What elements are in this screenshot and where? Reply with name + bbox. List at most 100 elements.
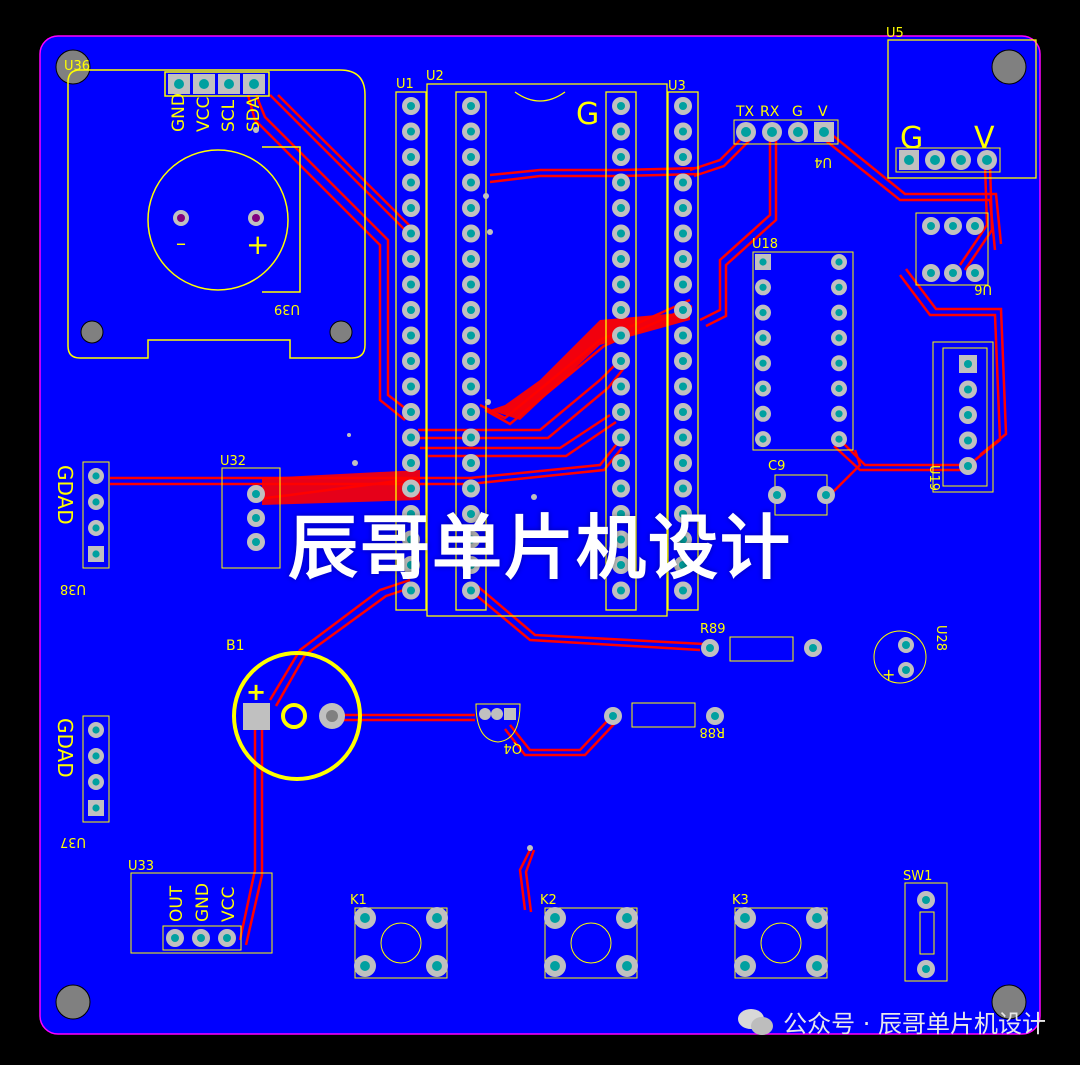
b1-label: B1 bbox=[226, 638, 245, 654]
pad-hole bbox=[759, 309, 767, 317]
pad-hole bbox=[963, 410, 973, 420]
pad-hole bbox=[92, 778, 100, 786]
copper-pour bbox=[490, 312, 690, 420]
b1-outline bbox=[232, 651, 362, 781]
u32-outline bbox=[221, 467, 281, 569]
u5-label: U5 bbox=[886, 26, 904, 41]
pad-hole bbox=[406, 433, 416, 442]
u33-pin-labels: OUT GND VCC bbox=[167, 883, 239, 922]
k1-label: K1 bbox=[350, 893, 367, 908]
pad-hole bbox=[622, 913, 632, 923]
u6-outline bbox=[915, 212, 989, 286]
u33-pin-out: OUT bbox=[167, 885, 187, 922]
r89-body bbox=[729, 636, 794, 662]
pad-hole bbox=[835, 309, 843, 317]
b1-pad-2 bbox=[281, 703, 307, 729]
u3-label: U3 bbox=[668, 79, 686, 94]
pad-hole bbox=[759, 334, 767, 342]
pad-hole bbox=[963, 385, 973, 394]
r89-label: R89 bbox=[700, 622, 726, 637]
pad-hole bbox=[466, 254, 476, 264]
pad-hole bbox=[616, 586, 626, 595]
pad-hole bbox=[616, 407, 626, 417]
pad-hole bbox=[678, 305, 688, 315]
pad-hole bbox=[678, 280, 688, 289]
pad-hole bbox=[835, 359, 843, 367]
pad-hole bbox=[835, 258, 843, 266]
q4-pins bbox=[479, 708, 516, 720]
pad-hole bbox=[466, 407, 476, 417]
u33-pins bbox=[166, 929, 236, 947]
pad-hole bbox=[616, 203, 626, 213]
pad-hole bbox=[616, 254, 626, 264]
u38-pin-labels: GDAD bbox=[53, 465, 77, 525]
pad-hole bbox=[466, 152, 476, 162]
pad-hole bbox=[406, 458, 416, 468]
u36-pin-gnd: GND bbox=[169, 93, 189, 132]
pad-hole bbox=[678, 458, 688, 468]
u37-pins bbox=[88, 722, 104, 816]
r88-body bbox=[631, 702, 696, 728]
pad-hole bbox=[963, 436, 973, 445]
mounting-holes bbox=[55, 49, 1027, 1020]
pad-hole bbox=[616, 484, 626, 493]
u6-label: U6 bbox=[974, 281, 992, 296]
pad-hole bbox=[616, 356, 626, 366]
pad-hole bbox=[360, 961, 370, 971]
pad-hole bbox=[812, 961, 822, 971]
pad-hole bbox=[466, 127, 476, 136]
pad-hole bbox=[616, 280, 626, 289]
pad-hole bbox=[678, 560, 688, 570]
watermark-footer: 公众号 · 辰哥单片机设计 bbox=[737, 1004, 1046, 1039]
pad-hole bbox=[92, 752, 100, 760]
q4-outline bbox=[475, 703, 521, 743]
pad-hole bbox=[616, 127, 626, 136]
pad-hole bbox=[406, 229, 416, 238]
pad-hole bbox=[678, 101, 688, 111]
u19-label: U19 bbox=[926, 465, 941, 491]
u33-header bbox=[162, 925, 242, 951]
pad-hole bbox=[406, 535, 416, 544]
pad-hole bbox=[678, 254, 688, 264]
pad-hole bbox=[406, 254, 416, 264]
u18-label: U18 bbox=[752, 237, 778, 252]
pad-hole bbox=[740, 961, 750, 971]
u4-pin-rx: RX bbox=[760, 104, 780, 120]
u38-label: U38 bbox=[60, 581, 86, 596]
u28-outline bbox=[873, 630, 927, 684]
key-outline bbox=[544, 907, 638, 979]
pad-hole bbox=[616, 331, 626, 340]
u4-pin-labels: TX RX G V bbox=[735, 104, 828, 120]
k2-label: K2 bbox=[540, 893, 557, 908]
pad-hole bbox=[466, 331, 476, 340]
u37-pin-labels: GDAD bbox=[53, 718, 77, 778]
pad-hole bbox=[616, 178, 626, 187]
u5-pins bbox=[899, 150, 997, 170]
u19-pins bbox=[959, 355, 977, 475]
key-outline bbox=[354, 907, 448, 979]
u4-label: U4 bbox=[814, 154, 832, 169]
u2-g-mark: G bbox=[576, 97, 599, 132]
pad-hole bbox=[616, 229, 626, 238]
pad-hole bbox=[759, 359, 767, 367]
pad-hole bbox=[466, 178, 476, 187]
pad-hole bbox=[616, 535, 626, 544]
pad-hole bbox=[92, 524, 100, 532]
u36-label: U36 bbox=[64, 59, 90, 74]
pad-hole bbox=[678, 152, 688, 162]
pad-hole bbox=[466, 203, 476, 213]
pad-hole bbox=[616, 152, 626, 162]
pad-hole bbox=[466, 535, 476, 544]
pad-hole bbox=[812, 913, 822, 923]
u36-pins bbox=[168, 74, 265, 226]
u2-footprint bbox=[395, 83, 699, 617]
pad-hole bbox=[678, 203, 688, 213]
pad-hole bbox=[759, 384, 767, 393]
wechat-icon bbox=[737, 1007, 775, 1037]
u4-pin-g: G bbox=[792, 104, 803, 120]
u38-pins bbox=[88, 468, 104, 562]
pad-hole bbox=[740, 913, 750, 923]
pad-hole bbox=[360, 913, 370, 923]
u32-pins bbox=[247, 485, 265, 551]
u28-plus-mark: + bbox=[882, 665, 895, 684]
